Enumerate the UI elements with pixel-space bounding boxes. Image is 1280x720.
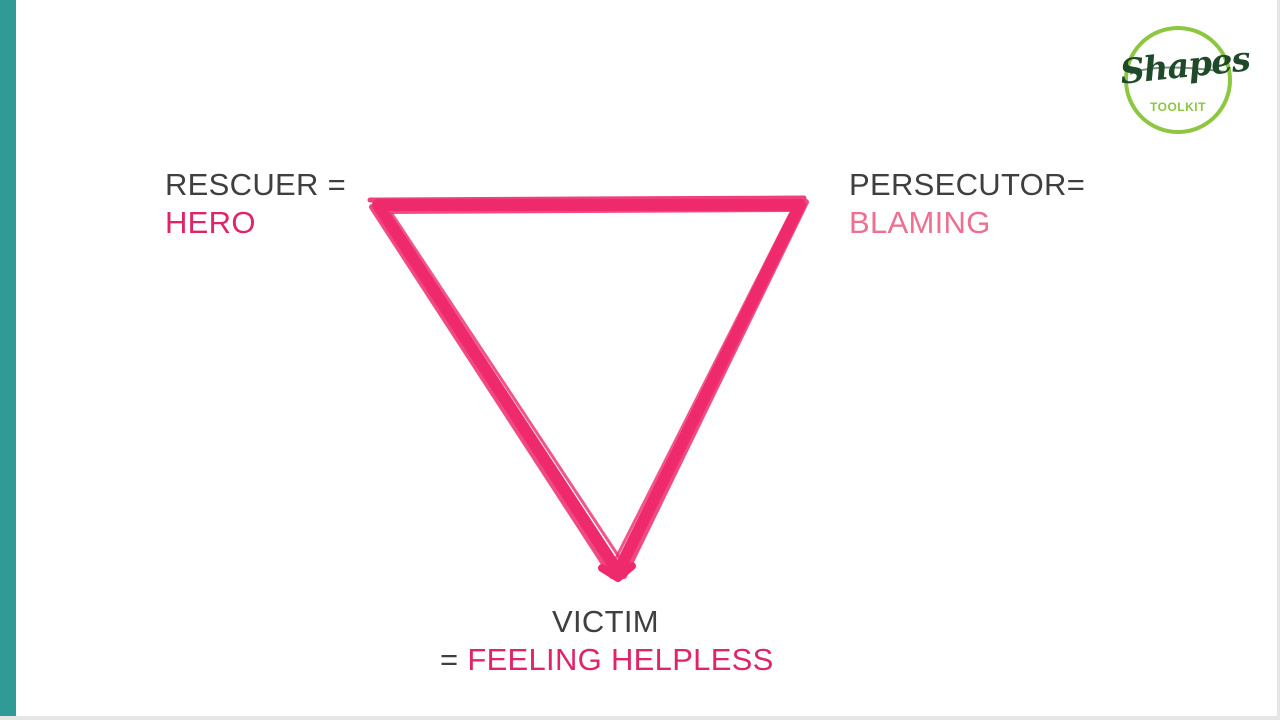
logo-ring-icon — [1124, 26, 1232, 134]
persecutor-label: PERSECUTOR= BLAMING — [849, 166, 1085, 242]
blaming-text: BLAMING — [849, 205, 991, 240]
persecutor-role-text: PERSECUTOR= — [849, 167, 1086, 202]
triangle-left-edge-stroke — [369, 204, 615, 579]
triangle-bottom-tip-stroke — [598, 562, 636, 582]
rescuer-label: RESCUER = HERO — [165, 166, 346, 242]
feeling-helpless-text: FEELING HELPLESS — [467, 642, 774, 677]
victim-label: VICTIM = FEELING HELPLESS — [440, 603, 800, 679]
triangle-main-stroke — [372, 199, 806, 578]
triangle-right-inner-stroke — [610, 212, 792, 568]
rescuer-role-text: RESCUER = — [165, 167, 346, 202]
triangle-top-inner-stroke — [383, 208, 792, 214]
logo-subtitle: TOOLKIT — [1150, 100, 1206, 114]
accent-bar — [0, 0, 16, 720]
slide-border-right — [1277, 0, 1280, 720]
triangle-brush-strokes — [367, 195, 809, 582]
victim-role-text: VICTIM — [552, 604, 659, 639]
hero-text: HERO — [165, 205, 256, 240]
shapes-toolkit-logo: Shapes TOOLKIT — [1116, 22, 1252, 140]
slide-border-bottom — [0, 716, 1280, 720]
victim-desc-row: = FEELING HELPLESS — [440, 641, 800, 679]
victim-equals-sign: = — [440, 642, 468, 677]
triangle-top-edge-stroke — [367, 195, 807, 203]
triangle-left-inner-stroke — [390, 212, 627, 568]
triangle-right-edge-stroke — [621, 199, 809, 579]
